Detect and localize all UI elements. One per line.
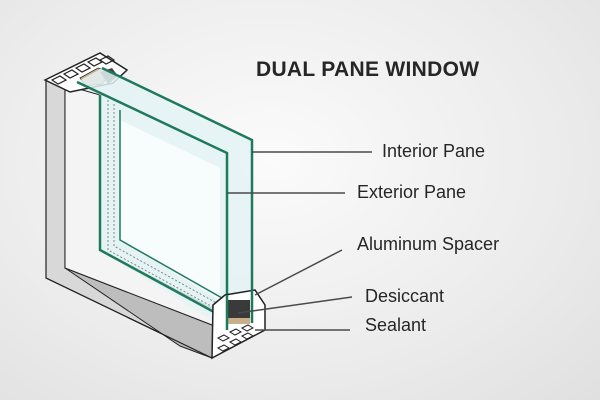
- window-frame: [45, 79, 226, 359]
- sealant-block: [228, 318, 250, 324]
- leader-desiccant: [237, 296, 353, 314]
- leader-aluminum-spacer: [254, 249, 343, 296]
- diagram-title: DUAL PANE WINDOW: [256, 58, 480, 81]
- bottom-frame-section: [211, 289, 266, 360]
- exterior-pane: [76, 80, 229, 330]
- label-interior-pane: Interior Pane: [382, 141, 486, 161]
- label-aluminum-spacer: Aluminum Spacer: [357, 234, 500, 254]
- desiccant-block: [228, 300, 250, 322]
- label-desiccant: Desiccant: [365, 286, 445, 306]
- label-exterior-pane: Exterior Pane: [357, 182, 467, 202]
- leader-lines: [227, 151, 372, 331]
- glass-panes: [76, 66, 254, 330]
- label-sealant: Sealant: [365, 315, 427, 335]
- interior-pane: [101, 66, 254, 323]
